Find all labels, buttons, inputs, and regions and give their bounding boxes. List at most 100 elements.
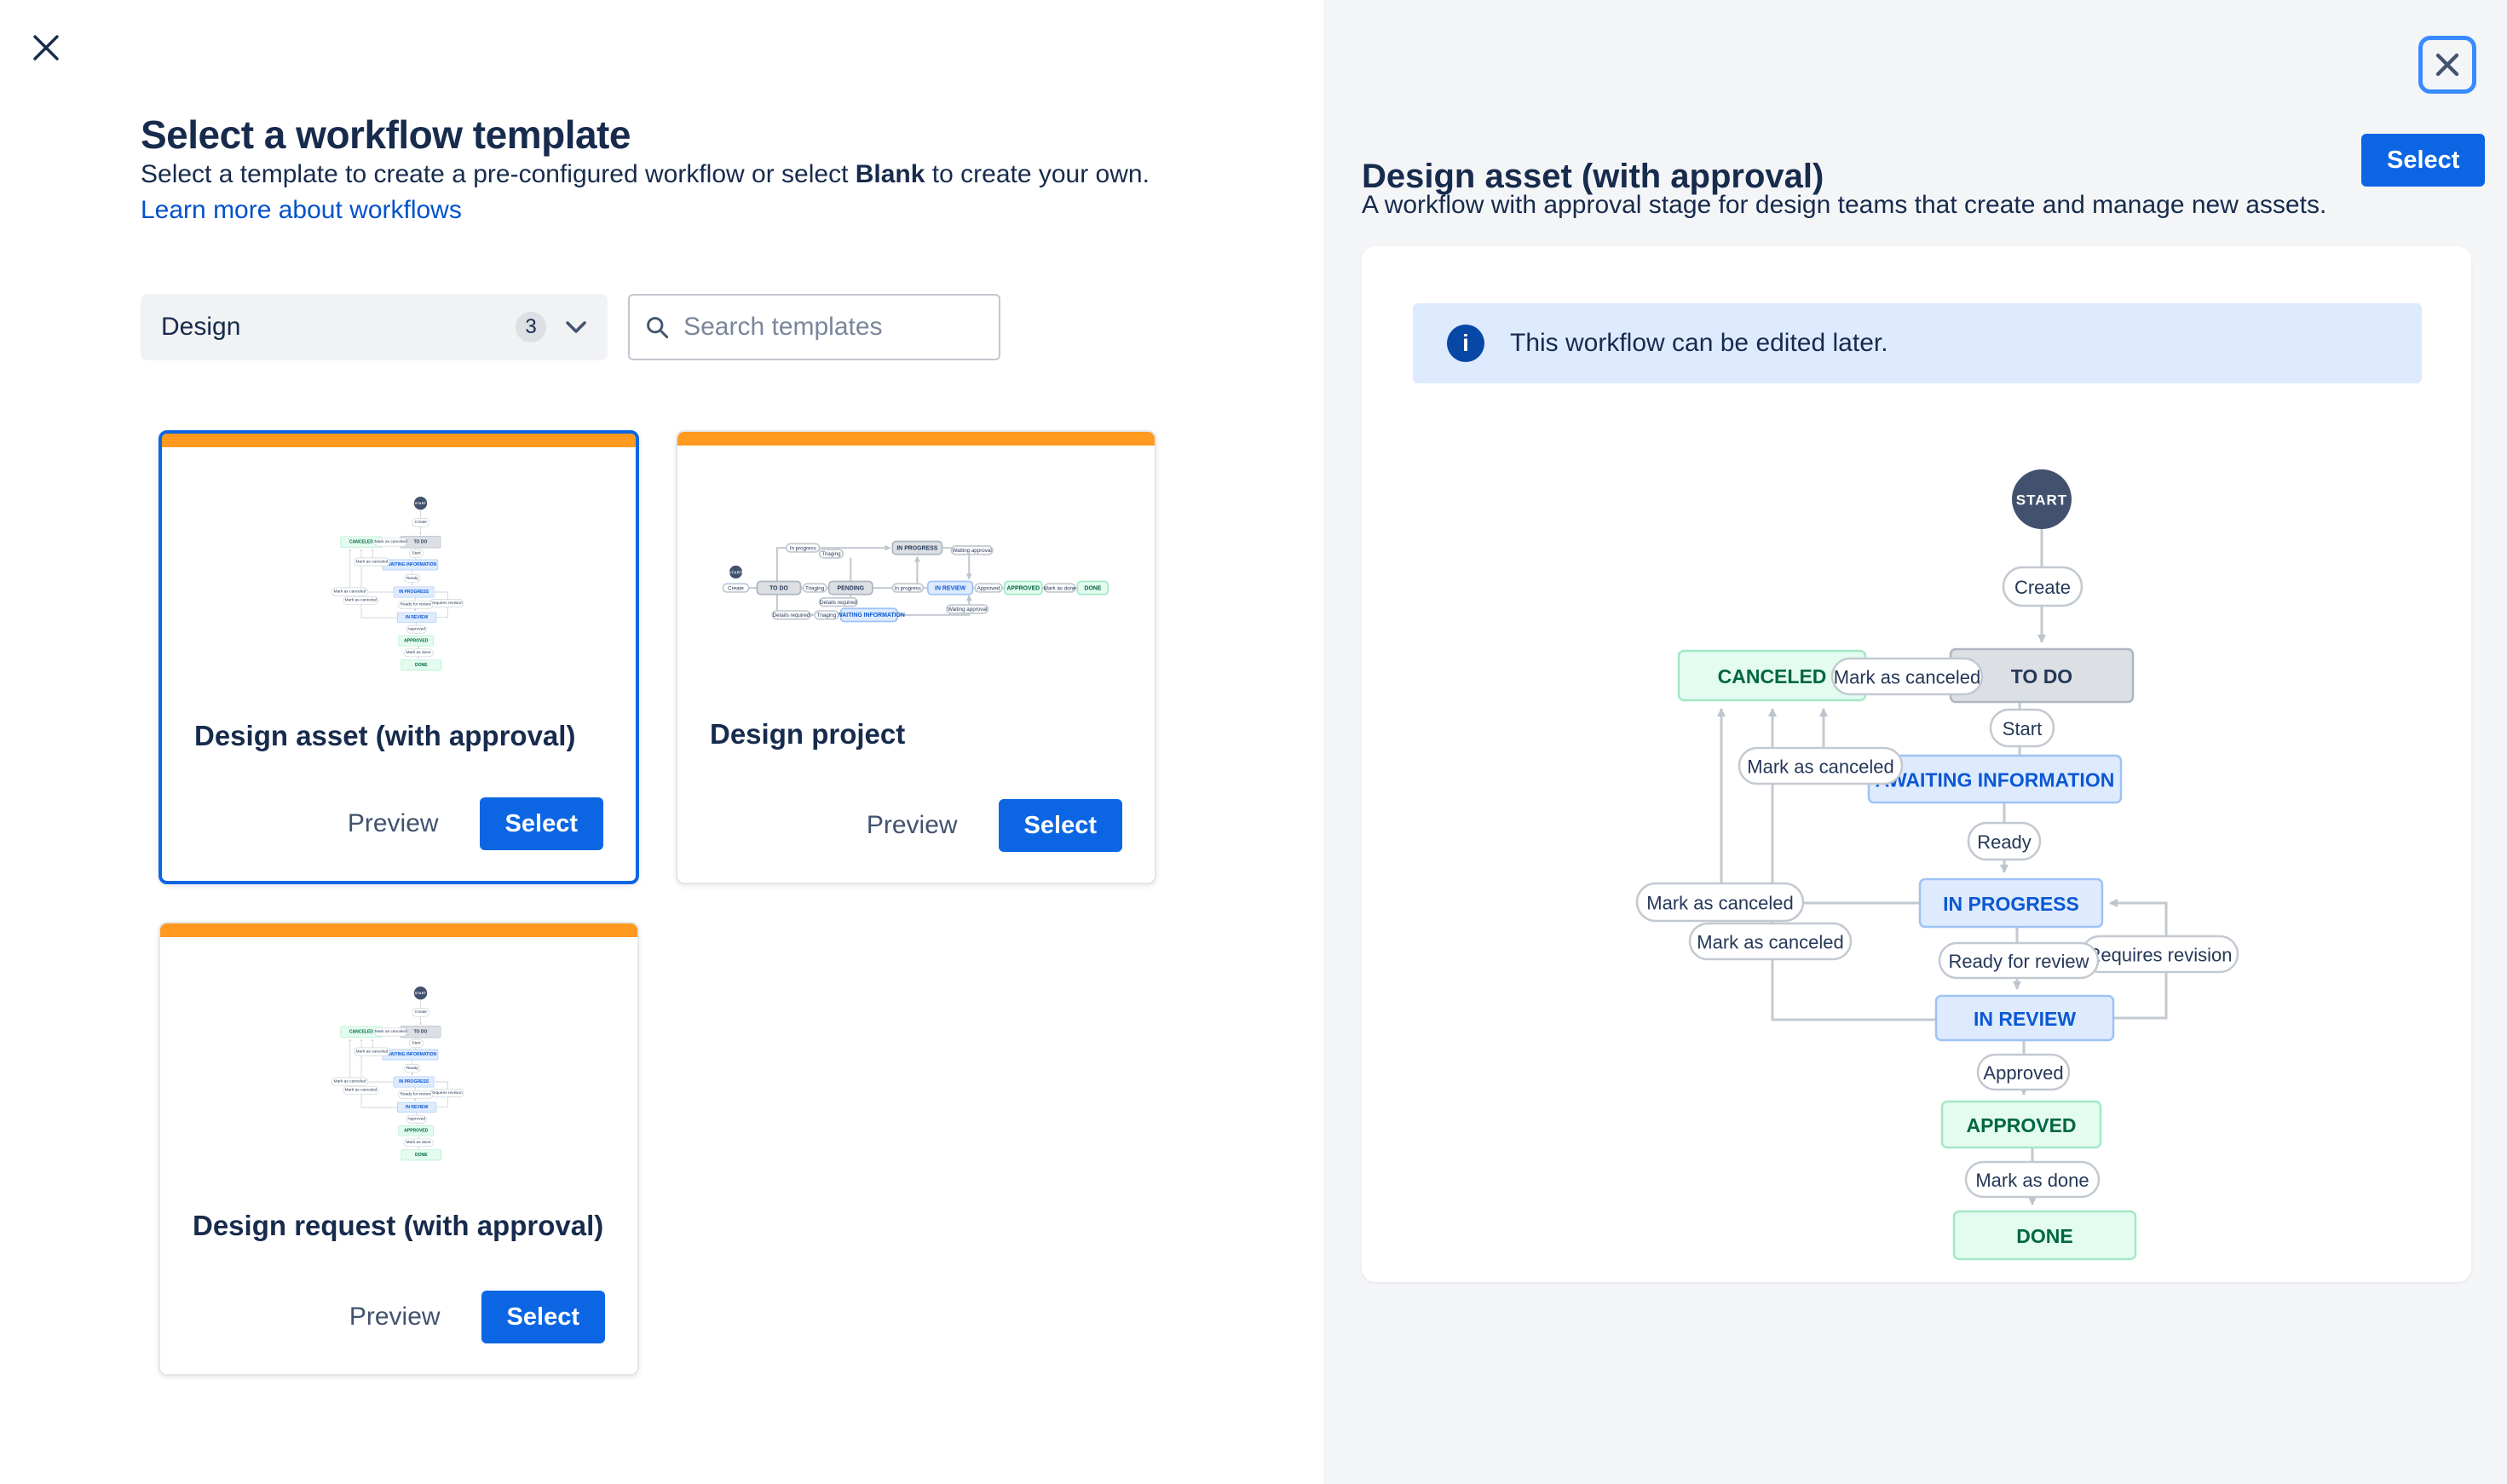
svg-text:Approved: Approved [1983, 1062, 2063, 1084]
svg-text:Requires revision: Requires revision [430, 1090, 463, 1096]
svg-text:IN PROGRESS: IN PROGRESS [399, 1079, 429, 1084]
svg-text:Mark as done: Mark as done [406, 1140, 431, 1145]
info-icon: i [1447, 325, 1484, 362]
mini-workflow-diagram: START CANCELED TO DO AWAITING INFORMATION IN… [331, 497, 464, 671]
svg-text:TO DO: TO DO [414, 1029, 428, 1034]
card-title: Design request (with approval) [193, 1210, 604, 1241]
chevron-down-icon [566, 320, 586, 333]
svg-text:Create: Create [414, 520, 427, 525]
svg-text:Ready: Ready [406, 1066, 419, 1071]
svg-text:Triaging: Triaging [805, 585, 825, 591]
svg-text:CANCELED: CANCELED [349, 1029, 373, 1034]
svg-text:APPROVED: APPROVED [1966, 1114, 2076, 1136]
search-input[interactable] [682, 312, 983, 342]
svg-text:Mark as canceled: Mark as canceled [345, 598, 377, 603]
svg-text:In progress: In progress [895, 585, 921, 591]
svg-text:Requires revision: Requires revision [2088, 945, 2233, 966]
info-banner-text: This workflow can be edited later. [1510, 329, 1888, 357]
svg-text:Approved: Approved [977, 585, 1000, 591]
search-templates-field [628, 294, 1000, 360]
svg-text:Mark as canceled: Mark as canceled [356, 559, 389, 564]
template-preview-panel: Design asset (with approval) Select A wo… [1323, 0, 2507, 1484]
svg-text:Start: Start [2003, 718, 2042, 739]
svg-text:Create: Create [414, 1009, 427, 1015]
svg-text:DONE: DONE [1084, 585, 1101, 591]
svg-text:Details required: Details required [820, 599, 857, 605]
svg-text:DONE: DONE [415, 663, 428, 668]
svg-text:Start: Start [412, 551, 421, 556]
svg-text:DONE: DONE [2016, 1225, 2072, 1247]
svg-text:IN REVIEW: IN REVIEW [406, 615, 429, 620]
card-title: Design asset (with approval) [194, 720, 576, 751]
svg-text:Mark as canceled: Mark as canceled [334, 590, 366, 595]
close-preview-button[interactable] [2418, 36, 2476, 94]
card-title: Design project [710, 718, 906, 750]
card-thumbnail: START CANCELED TO DO AWAITING INFORMATION IN… [162, 459, 636, 706]
svg-text:Mark as canceled: Mark as canceled [1747, 756, 1893, 778]
svg-text:Mark as canceled: Mark as canceled [375, 539, 407, 544]
svg-text:Details required: Details required [773, 613, 810, 618]
select-button[interactable]: Select [998, 799, 1122, 852]
svg-text:PENDING: PENDING [838, 585, 864, 591]
card-accent-bar [677, 432, 1155, 446]
preview-button[interactable]: Preview [347, 809, 439, 837]
category-filter-dropdown[interactable]: Design 3 [141, 294, 608, 360]
svg-text:CANCELED: CANCELED [349, 539, 373, 544]
page-title: Select a workflow template [141, 112, 631, 157]
svg-text:Mark as canceled: Mark as canceled [1834, 667, 1980, 688]
svg-text:Triaging: Triaging [817, 613, 837, 618]
svg-text:Mark as canceled: Mark as canceled [334, 1079, 366, 1084]
svg-text:Mark as canceled: Mark as canceled [345, 1088, 377, 1093]
svg-text:IN REVIEW: IN REVIEW [1974, 1008, 2076, 1030]
svg-text:Create: Create [2014, 577, 2071, 598]
svg-text:TO DO: TO DO [414, 539, 428, 544]
page-subtitle: Select a template to create a pre-config… [141, 160, 1150, 189]
svg-text:APPROVED: APPROVED [1006, 585, 1040, 591]
svg-text:START: START [415, 992, 427, 995]
svg-text:Waiting approval: Waiting approval [948, 607, 987, 613]
svg-text:Ready: Ready [406, 576, 419, 581]
svg-text:AWAITING INFORMATION: AWAITING INFORMATION [1876, 769, 2115, 791]
preview-title: Design asset (with approval) [1362, 158, 1824, 196]
svg-text:Mark as done: Mark as done [1044, 585, 1076, 591]
svg-text:START: START [2016, 492, 2067, 509]
svg-text:Mark as done: Mark as done [406, 650, 431, 655]
svg-text:START: START [729, 570, 743, 574]
svg-text:Ready for review: Ready for review [400, 602, 431, 607]
template-card[interactable]: START CANCELED TO DO AWAITING INFORMATION IN… [158, 430, 639, 884]
svg-text:Ready for review: Ready for review [1948, 951, 2089, 972]
learn-more-link[interactable]: Learn more about workflows [141, 196, 462, 224]
select-button[interactable]: Select [479, 797, 603, 850]
card-accent-bar [160, 923, 637, 937]
select-button[interactable]: Select [481, 1291, 605, 1343]
preview-button[interactable]: Preview [866, 811, 958, 839]
template-card-grid: START CANCELED TO DO AWAITING INFORMATION IN… [158, 430, 1190, 1376]
template-picker-panel: Select a workflow template Select a temp… [24, 26, 1190, 1376]
close-dialog-button[interactable] [24, 26, 68, 70]
subtitle-text: Select a template to create a pre-config… [141, 160, 856, 188]
preview-description: A workflow with approval stage for desig… [1362, 191, 2327, 219]
svg-text:TO DO: TO DO [769, 585, 788, 591]
svg-text:START: START [415, 502, 427, 505]
filter-selected-value: Design [161, 313, 241, 341]
filter-count-badge: 3 [516, 312, 546, 342]
svg-text:IN REVIEW: IN REVIEW [406, 1105, 429, 1110]
svg-text:APPROVED: APPROVED [404, 1128, 429, 1133]
svg-text:Create: Create [728, 585, 744, 591]
preview-button[interactable]: Preview [349, 1303, 441, 1331]
svg-text:Mark as canceled: Mark as canceled [375, 1029, 407, 1034]
svg-text:Approved: Approved [407, 626, 425, 631]
svg-text:AWAITING INFORMATION: AWAITING INFORMATION [384, 562, 437, 567]
search-icon [647, 316, 669, 338]
svg-text:Mark as canceled: Mark as canceled [356, 1049, 389, 1054]
workflow-preview-card: i This workflow can be edited later. STA… [1362, 246, 2471, 1282]
svg-text:IN REVIEW: IN REVIEW [935, 585, 966, 591]
select-template-button[interactable]: Select [2361, 134, 2486, 187]
